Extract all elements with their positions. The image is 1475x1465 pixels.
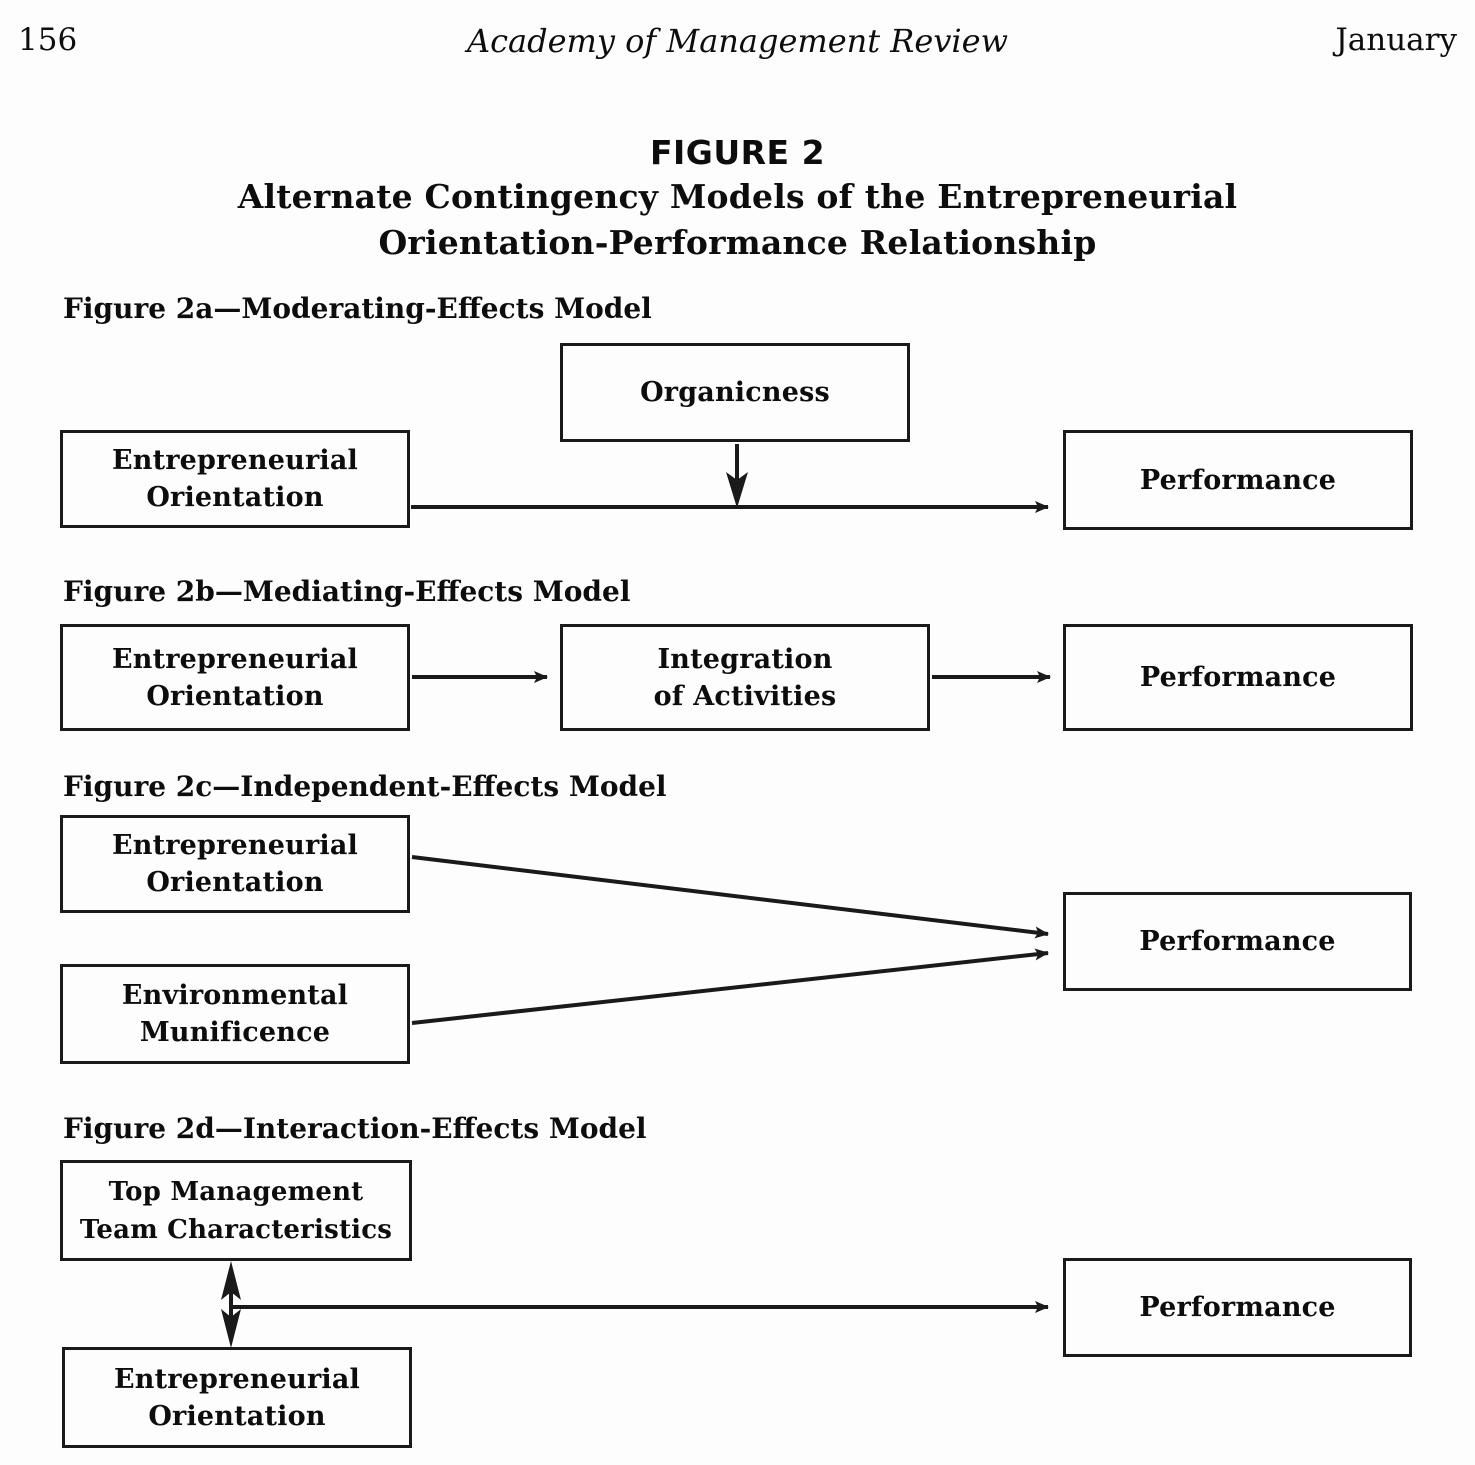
node-label: Performance <box>1139 464 1337 496</box>
node-label: Entrepreneurial Orientation <box>111 643 359 712</box>
node-label: Entrepreneurial Orientation <box>111 445 359 513</box>
edge-2c-eo-to-performance <box>411 855 1049 939</box>
node-label: Integration of Activities <box>653 643 837 712</box>
journal-title: Academy of Management Review <box>467 22 1008 60</box>
panel-caption-2a: Figure 2a—Moderating-Effects Model <box>63 292 652 325</box>
figure-title-block: FIGURE 2 Alternate Contingency Models of… <box>0 132 1475 266</box>
panel-caption-2b: Figure 2b—Mediating-Effects Model <box>63 575 631 608</box>
node-label: Performance <box>1139 662 1337 693</box>
node-2b-integration-of-activities: Integration of Activities <box>560 624 930 731</box>
node-2a-performance: Performance <box>1063 430 1413 530</box>
page-number: 156 <box>18 22 78 58</box>
node-label: Performance <box>1139 926 1336 957</box>
node-label: Top Management Team Characteristics <box>79 1176 393 1245</box>
node-2c-entrepreneurial-orientation: Entrepreneurial Orientation <box>60 815 410 913</box>
edge-2d-tmt-eo-double-arrow <box>221 1261 241 1348</box>
node-2a-entrepreneurial-orientation: Entrepreneurial Orientation <box>60 430 410 528</box>
node-label: Organicness <box>640 377 830 408</box>
node-label: Entrepreneurial Orientation <box>111 830 359 898</box>
node-2c-performance: Performance <box>1063 892 1412 991</box>
running-head: 156 Academy of Management Review January <box>0 22 1475 68</box>
node-label: Performance <box>1139 1292 1336 1323</box>
node-label: Environmental Munificence <box>121 980 349 1048</box>
node-2b-performance: Performance <box>1063 624 1413 731</box>
node-2a-organicness: Organicness <box>560 343 910 442</box>
panel-caption-2d: Figure 2d—Interaction-Effects Model <box>63 1112 647 1145</box>
node-2c-environmental-munificence: Environmental Munificence <box>60 964 410 1064</box>
figure-title-line-1: Alternate Contingency Models of the Entr… <box>237 177 1238 216</box>
edge-2a-organicness-moderator <box>726 444 748 508</box>
edge-2c-munificence-to-performance <box>411 948 1049 1025</box>
node-2d-entrepreneurial-orientation: Entrepreneurial Orientation <box>62 1347 412 1448</box>
issue-month: January <box>1335 22 1457 58</box>
node-2d-top-management-team-characteristics: Top Management Team Characteristics <box>60 1160 412 1261</box>
panel-caption-2c: Figure 2c—Independent-Effects Model <box>63 770 667 803</box>
node-2d-performance: Performance <box>1063 1258 1412 1357</box>
figure-title-line-2: Orientation-Performance Relationship <box>378 223 1097 262</box>
figure-number: FIGURE 2 <box>649 133 826 172</box>
node-label: Entrepreneurial Orientation <box>113 1363 361 1432</box>
node-2b-entrepreneurial-orientation: Entrepreneurial Orientation <box>60 624 410 731</box>
